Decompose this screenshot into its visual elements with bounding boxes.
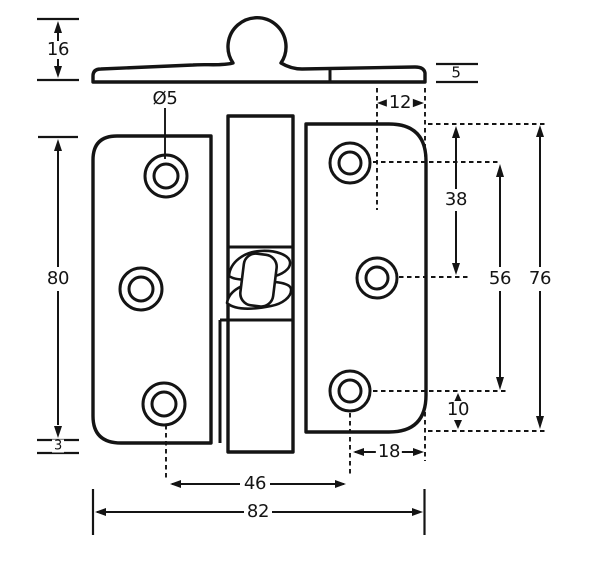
dimension-12 bbox=[377, 98, 424, 108]
hole-diameter-label: Ø5 bbox=[150, 88, 180, 109]
dimension-18 bbox=[353, 448, 424, 456]
dimension-38 bbox=[452, 126, 460, 275]
dimension-18-label: 18 bbox=[375, 441, 403, 462]
dimension-38-label: 38 bbox=[442, 189, 470, 210]
dimension-16-label: 16 bbox=[44, 39, 72, 60]
screw-holes bbox=[118, 141, 399, 427]
side-profile-outline bbox=[91, 16, 427, 84]
dimension-3-label: 3 bbox=[52, 438, 64, 454]
dimension-16 bbox=[37, 17, 79, 82]
dimension-56-label: 56 bbox=[486, 268, 514, 289]
dimension-56 bbox=[496, 164, 504, 390]
dimension-82-label: 82 bbox=[244, 501, 272, 522]
side-profile-view bbox=[91, 16, 478, 84]
thickness-extension-lines bbox=[436, 62, 478, 84]
pin-twist bbox=[225, 249, 293, 310]
dimension-12-label: 12 bbox=[386, 92, 414, 113]
dimension-80-label: 80 bbox=[44, 268, 72, 289]
dimension-76-label: 76 bbox=[526, 268, 554, 289]
dimension-46 bbox=[170, 480, 346, 488]
dimension-5-label: 5 bbox=[449, 63, 463, 82]
dimension-82 bbox=[91, 489, 426, 535]
dimension-46-label: 46 bbox=[241, 473, 269, 494]
dimension-10-label: 10 bbox=[444, 399, 472, 420]
front-view bbox=[91, 108, 428, 454]
dashed-extension-lines bbox=[165, 88, 546, 480]
dimension-76 bbox=[536, 125, 544, 429]
